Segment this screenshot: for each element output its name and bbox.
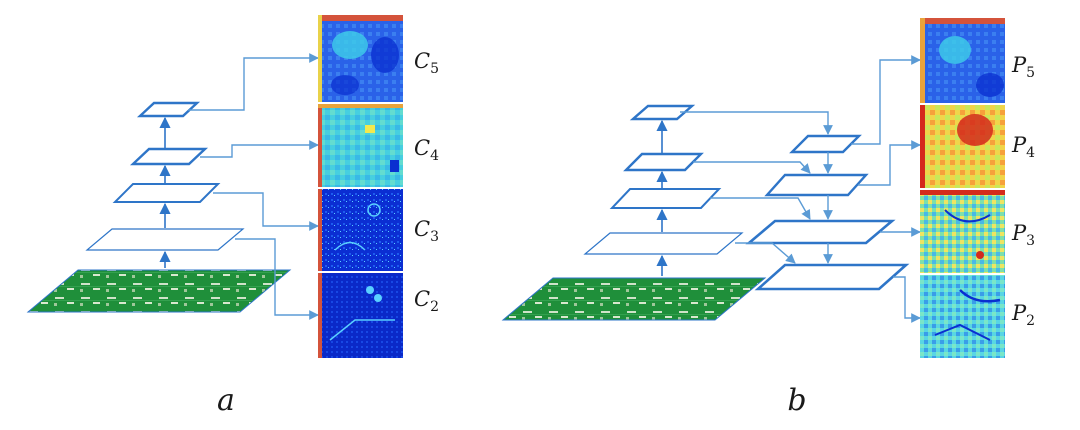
lateral-b-1 (735, 242, 796, 264)
feature-map-p2 (920, 275, 1005, 358)
connector-a-c3 (213, 192, 319, 231)
label-c2: C2 (414, 287, 439, 315)
output-connector-p5 (851, 55, 921, 145)
label-p3: P3 (1011, 221, 1035, 249)
connector-a-c5 (188, 53, 319, 111)
topdown-level-p5 (789, 134, 862, 154)
label-c5: C5 (414, 49, 439, 77)
pyramid-level-2-b (609, 188, 722, 209)
output-connector-p4 (858, 140, 921, 186)
panel-b-label: b (787, 383, 806, 418)
pyramid-level-4-a (136, 101, 201, 118)
pyramid-level-4-b (629, 104, 696, 121)
pyramid-level-3-b (623, 152, 704, 172)
topdown-level-p4 (764, 173, 869, 197)
feature-map-c2 (318, 273, 403, 358)
panel-a: C5 C4 C3 C2 a (26, 15, 439, 418)
label-c3: C3 (414, 217, 439, 245)
lateral-b-3 (693, 161, 811, 174)
pyramid-level-2-a (112, 183, 221, 203)
lateral-b-4 (680, 111, 833, 135)
pyramid-level-3-a (129, 147, 209, 166)
feature-map-p3 (920, 190, 1005, 273)
panel-b: P5 P4 P3 P2 b (501, 18, 1035, 418)
topdown-level-p2 (754, 263, 910, 291)
feature-map-c5 (318, 15, 403, 102)
feature-map-p5 (920, 18, 1005, 103)
connector-a-c2 (235, 238, 319, 320)
pyramid-level-1-a (85, 228, 245, 251)
label-p2: P2 (1011, 301, 1035, 329)
feature-map-c4 (318, 104, 403, 187)
topdown-level-p3 (745, 219, 896, 245)
feature-map-p4 (920, 105, 1005, 188)
output-connector-p2 (893, 276, 921, 323)
label-p5: P5 (1011, 53, 1035, 81)
feature-map-c3 (318, 189, 403, 271)
panel-a-label: a (217, 383, 235, 418)
label-c4: C4 (414, 136, 439, 164)
connector-a-c4 (200, 140, 319, 158)
pcb-input-image-a (26, 269, 292, 313)
label-p4: P4 (1011, 133, 1035, 161)
lateral-b-2 (710, 197, 811, 220)
pcb-input-image-b (501, 277, 767, 321)
pyramid-level-1-b (583, 232, 744, 255)
